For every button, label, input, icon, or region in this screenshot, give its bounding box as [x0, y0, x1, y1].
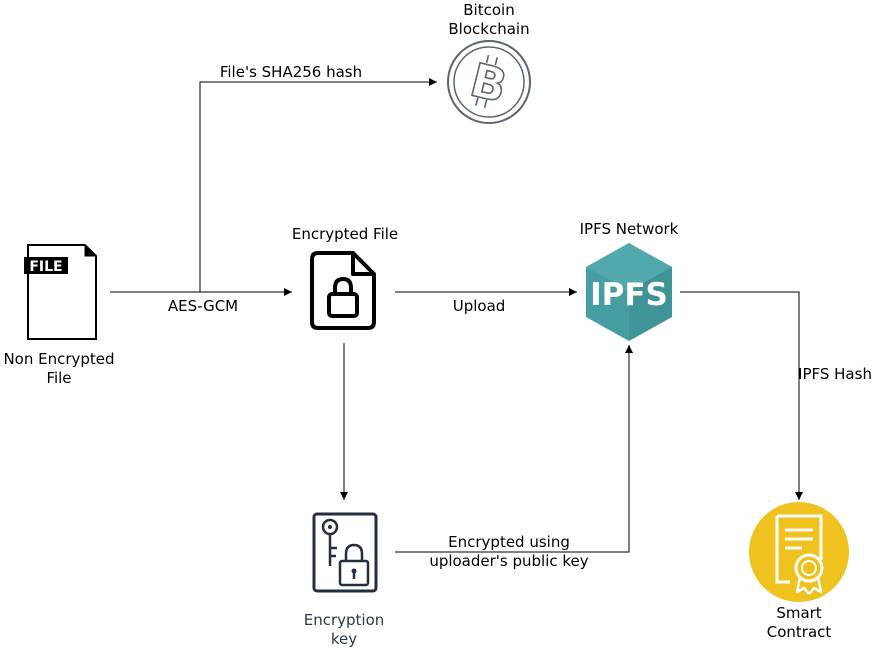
key-lock-icon [312, 512, 378, 593]
upload-label: Upload [452, 297, 506, 315]
edge-sha256-hash [199, 78, 437, 292]
aes-gcm-label: AES-GCM [167, 297, 239, 315]
ipfs-network-label: IPFS Network [579, 220, 679, 238]
sha256-hash-label: File's SHA256 hash [219, 63, 363, 81]
edge-ipfs-hash [680, 291, 803, 500]
file-lock-icon [310, 251, 376, 330]
encrypted-file-label: Encrypted File [291, 225, 399, 243]
bitcoin-icon: B [447, 40, 531, 124]
svg-text:FILE: FILE [29, 259, 62, 275]
ipfs-cube-icon: IPFS [586, 243, 672, 341]
file-icon: FILE [24, 244, 97, 340]
svg-text:IPFS: IPFS [590, 277, 668, 313]
ipfs-hash-label: IPFS Hash [798, 365, 872, 383]
edge-key-encrypted [395, 345, 633, 553]
certificate-icon [749, 502, 849, 602]
